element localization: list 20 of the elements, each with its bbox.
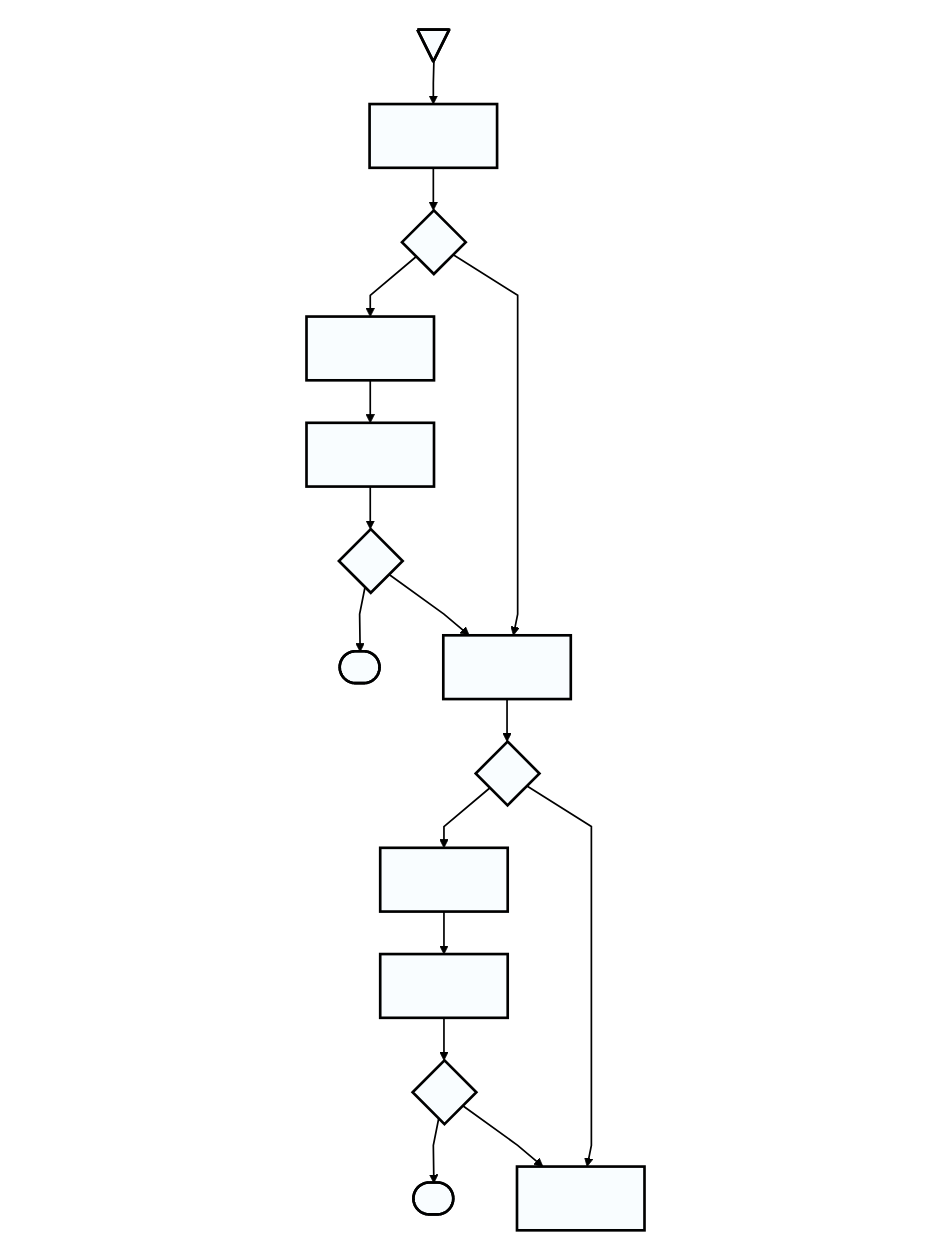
arrow [525, 784, 593, 1167]
terminator [411, 1181, 455, 1216]
arrow [461, 1104, 543, 1167]
process-box [378, 952, 509, 1020]
process-box [304, 315, 435, 382]
decision-diamond [399, 208, 468, 276]
process-box [304, 421, 435, 488]
off-page-connector [415, 28, 451, 63]
arrow [428, 61, 438, 105]
decision-diamond [336, 527, 405, 595]
process-box [515, 1165, 646, 1232]
decision-diamond [410, 1058, 478, 1126]
arrow [451, 253, 520, 636]
terminator [337, 649, 381, 685]
process-box [367, 102, 498, 170]
process-box [378, 846, 509, 913]
process-box [441, 633, 572, 701]
arrow [365, 255, 417, 317]
decision-diamond [473, 739, 541, 808]
arrow [387, 573, 470, 636]
